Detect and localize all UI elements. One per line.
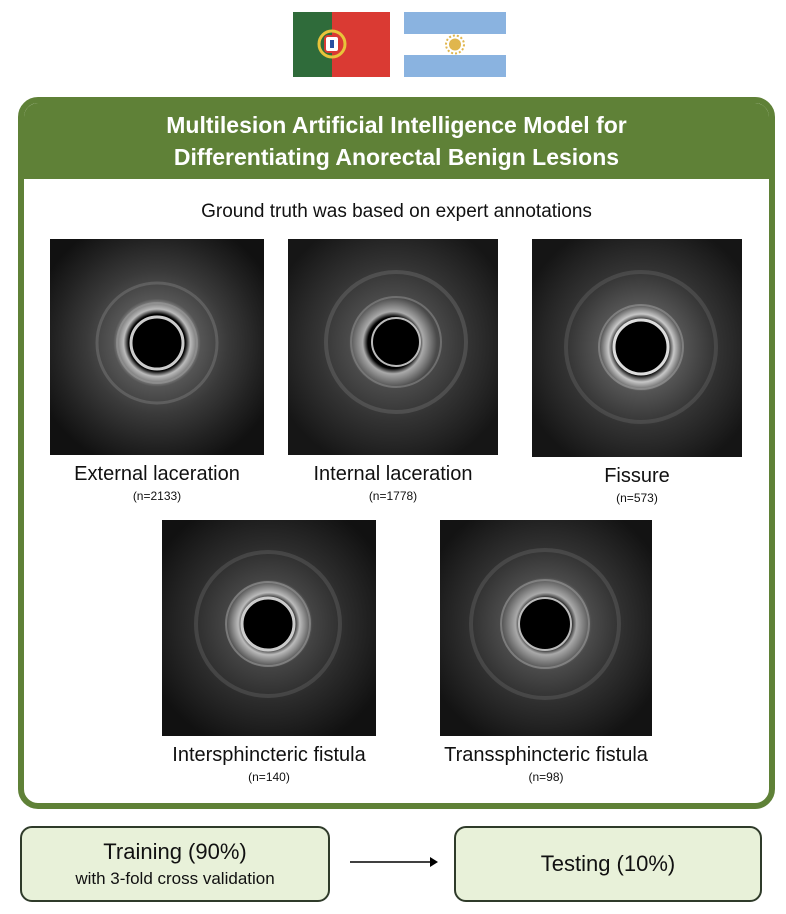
lesion-count: (n=140)	[248, 770, 290, 784]
ultrasound-image	[162, 520, 376, 736]
arrow-right-icon	[350, 857, 438, 867]
training-box: Training (90%) with 3-fold cross validat…	[20, 826, 330, 902]
argentina-flag	[404, 12, 506, 77]
ground-truth-caption: Ground truth was based on expert annotat…	[201, 201, 592, 222]
lesion-label: External laceration	[74, 463, 240, 485]
lesion-count: (n=1778)	[368, 489, 418, 503]
lesion-fissure: Fissure (n=573)	[532, 239, 742, 505]
panel-title: Multilesion Artificial Intelligence Mode…	[166, 112, 627, 170]
lesion-intersphincteric-fistula: Intersphincteric fistula (n=140)	[162, 520, 376, 784]
portugal-flag	[293, 12, 390, 77]
training-subtitle: with 3-fold cross validation	[75, 869, 275, 888]
header-band: Multilesion Artificial Intelligence Mode…	[24, 103, 769, 179]
ultrasound-image	[532, 239, 742, 457]
lesion-internal-laceration: Internal laceration (n=1778)	[288, 239, 498, 503]
testing-box: Testing (10%)	[454, 826, 762, 902]
lesion-label: Intersphincteric fistula	[172, 744, 366, 766]
ultrasound-image	[288, 239, 498, 455]
lesion-external-laceration: External laceration (n=2133)	[50, 239, 264, 503]
lesion-label: Fissure	[604, 465, 670, 487]
lesion-transsphincteric-fistula: Transsphincteric fistula (n=98)	[440, 520, 652, 784]
lesion-count: (n=98)	[528, 770, 564, 784]
ultrasound-image	[50, 239, 264, 455]
lesion-label: Transsphincteric fistula	[444, 744, 648, 766]
lesion-label: Internal laceration	[313, 463, 473, 485]
lesion-count: (n=573)	[616, 491, 658, 505]
testing-title: Testing (10%)	[540, 851, 676, 876]
ultrasound-image	[440, 520, 652, 736]
lesion-count: (n=2133)	[132, 489, 182, 503]
training-title: Training (90%)	[103, 839, 247, 864]
